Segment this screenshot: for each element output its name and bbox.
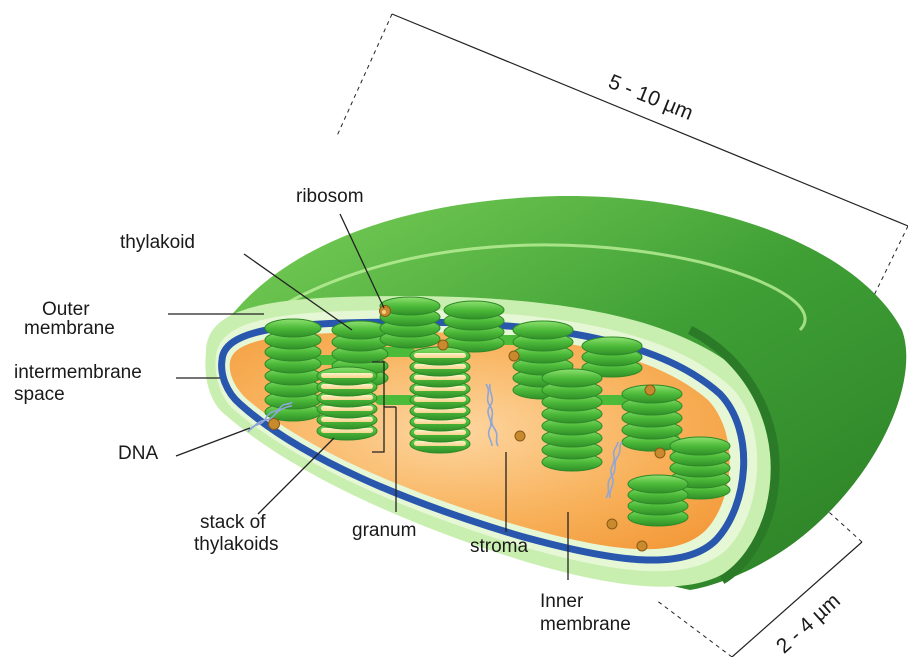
label-stroma: stroma — [470, 536, 528, 558]
thylakoid-disc — [628, 475, 688, 493]
cut-thylakoid-stack — [317, 367, 377, 440]
granum-stack — [628, 475, 688, 526]
label-intermembrane-line2: space — [14, 384, 65, 406]
thylakoid-disc — [513, 321, 573, 339]
label-intermembrane-line1: intermembrane — [14, 362, 142, 384]
thylakoid-disc — [582, 337, 642, 355]
cut-thylakoid-stack — [410, 347, 470, 453]
label-stack-line2: thylakoids — [194, 534, 279, 556]
thylakoid-lumen — [414, 353, 466, 358]
label-inner-membrane-line2: membrane — [540, 614, 631, 636]
label-inner-membrane-line1: Inner — [540, 591, 583, 613]
thylakoid-disc — [265, 319, 321, 337]
thylakoid-lumen — [321, 373, 373, 378]
granum-stack — [380, 297, 440, 348]
granum-stack — [444, 301, 504, 352]
label-outer-membrane-line2: membrane — [24, 318, 115, 340]
granum-stack — [542, 369, 602, 471]
thylakoid-disc — [444, 301, 504, 319]
label-thylakoid: thylakoid — [120, 232, 195, 254]
label-ribosom: ribosom — [296, 186, 364, 208]
thylakoid-disc — [670, 437, 730, 455]
thylakoid-disc — [542, 369, 602, 387]
label-granum: granum — [352, 520, 416, 542]
granum-stack — [265, 319, 321, 421]
label-dna: DNA — [118, 443, 158, 465]
label-stack-line1: stack of — [200, 512, 265, 534]
thylakoid-disc — [332, 321, 388, 339]
